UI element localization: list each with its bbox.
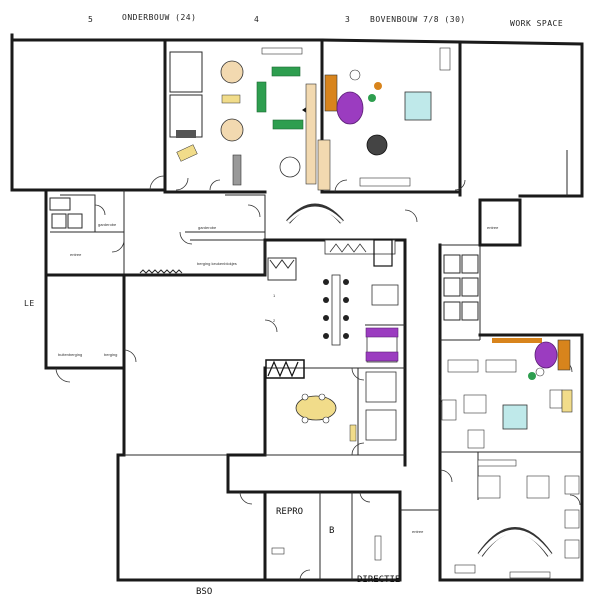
header-title-bovenbouw: BOVENBOUW 7/8 (30) xyxy=(370,15,466,24)
room-garderobe-top: garderobe xyxy=(98,222,117,227)
room-repro: REPRO xyxy=(276,507,303,517)
meeting-room-furniture xyxy=(265,359,397,442)
header-work-space: WORK SPACE xyxy=(510,19,563,28)
room-berging-small: berging xyxy=(104,352,117,357)
hall-furniture xyxy=(267,203,399,363)
room-entree-right-bottom: entree xyxy=(412,529,424,534)
room-entree-left: entree xyxy=(70,252,82,257)
right-toilets xyxy=(49,197,479,321)
room-directie: DIRECTIE xyxy=(357,575,400,585)
room-2: 2 xyxy=(273,318,276,323)
header-title-onderbouw: ONDERBOUW (24) xyxy=(122,13,196,22)
header-number-4: 4 xyxy=(254,15,259,24)
side-label: LE xyxy=(24,299,35,308)
desk xyxy=(374,535,382,561)
room-buitenberging: buitenberging xyxy=(58,352,82,357)
classroom-4-furniture xyxy=(169,47,317,186)
header-number-5: 5 xyxy=(88,15,93,24)
classroom-3-furniture xyxy=(317,47,451,191)
walls xyxy=(10,33,584,582)
toilet-block xyxy=(51,213,67,229)
radiator xyxy=(139,269,183,274)
room-bso: BSO xyxy=(196,587,212,597)
room-entree-right-top: entree xyxy=(487,225,499,230)
header-number-3: 3 xyxy=(345,15,350,24)
room-garderobe-mid: garderobe xyxy=(198,225,217,230)
room-b: B xyxy=(329,526,334,536)
room-berging-keukenblokjes: berging keukenblokjes xyxy=(197,261,237,266)
right-classroom-furniture xyxy=(441,338,580,579)
toilet-block xyxy=(67,213,83,229)
doors xyxy=(55,175,581,581)
desk xyxy=(271,547,285,555)
room-1: 1 xyxy=(273,293,276,298)
